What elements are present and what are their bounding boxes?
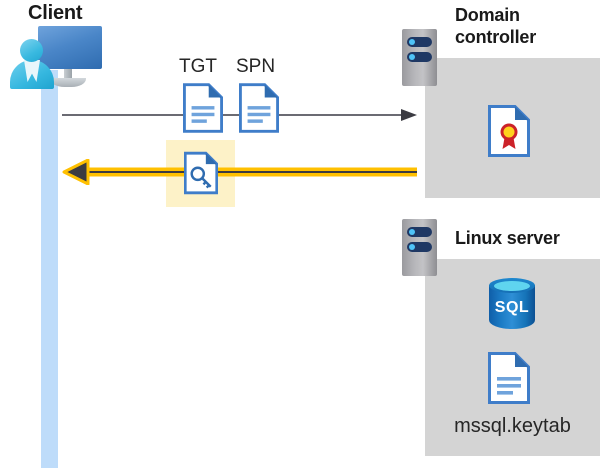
sql-database-icon: SQL <box>486 277 538 333</box>
server-bay-bottom <box>407 242 432 252</box>
spn-document-icon <box>239 83 279 133</box>
request-arrow <box>62 108 417 122</box>
person-collar <box>24 60 40 82</box>
client-title: Client <box>28 2 83 24</box>
client-lifeline <box>41 70 58 468</box>
linux-server-title: Linux server <box>455 228 560 248</box>
response-arrow <box>62 158 417 186</box>
keytab-filename-label: mssql.keytab <box>454 415 571 437</box>
certificate-document-icon <box>488 105 530 157</box>
spn-label: SPN <box>236 56 276 77</box>
service-ticket-key-document-icon <box>184 150 218 196</box>
monitor-base <box>50 78 86 87</box>
server-bay-top <box>407 37 432 47</box>
client-workstation-icon <box>8 26 104 89</box>
server-bay-bottom <box>407 52 432 62</box>
monitor-neck <box>64 69 72 79</box>
sql-cylinder-top <box>494 281 530 291</box>
keytab-document-icon <box>488 352 530 404</box>
monitor-screen <box>38 26 102 69</box>
linux-server-server-icon <box>402 219 437 276</box>
domain-controller-title: Domain controller <box>455 5 537 47</box>
tgt-label: TGT <box>179 56 217 77</box>
domain-controller-server-icon <box>402 29 437 86</box>
server-bay-top <box>407 227 432 237</box>
person-head <box>20 39 43 62</box>
tgt-document-icon <box>183 83 223 133</box>
sql-label: SQL <box>494 299 530 316</box>
